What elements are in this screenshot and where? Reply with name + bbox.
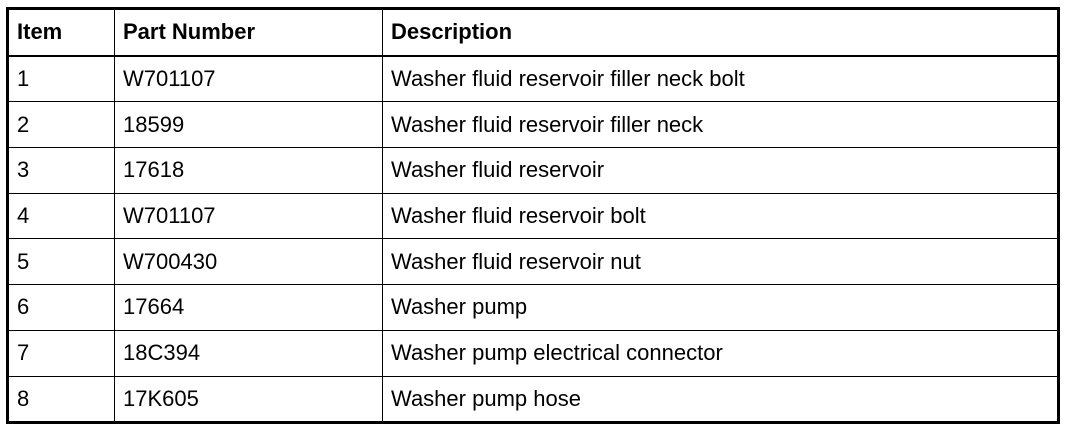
item-cell: 8 (7, 375, 115, 424)
item-cell: 5 (7, 238, 115, 286)
table-row: 7 18C394 Washer pump electrical connecto… (7, 329, 1059, 377)
part-number-cell: 18599 (114, 101, 383, 149)
item-cell: 1 (7, 55, 115, 103)
item-cell: 6 (7, 284, 115, 331)
description-cell: Washer fluid reservoir filler neck bolt (382, 55, 1059, 103)
table-row: 6 17664 Washer pump (7, 284, 1059, 331)
parts-table: Item Part Number Description 1 W701107 W… (6, 7, 1060, 425)
description-cell: Washer fluid reservoir bolt (382, 192, 1059, 240)
item-cell: 4 (7, 192, 115, 240)
table-body: 1 W701107 Washer fluid reservoir filler … (7, 55, 1059, 424)
description-cell: Washer fluid reservoir (382, 147, 1059, 194)
table-row: 8 17K605 Washer pump hose (7, 375, 1059, 424)
item-cell: 2 (7, 101, 115, 149)
description-cell: Washer pump (382, 284, 1059, 331)
table-row: 1 W701107 Washer fluid reservoir filler … (7, 55, 1059, 103)
table-row: 2 18599 Washer fluid reservoir filler ne… (7, 101, 1059, 149)
part-number-cell: 18C394 (114, 329, 383, 377)
part-number-cell: W700430 (114, 238, 383, 286)
column-header-part-number: Part Number (114, 7, 383, 57)
table-header: Item Part Number Description (7, 7, 1059, 57)
description-cell: Washer pump electrical connector (382, 329, 1059, 377)
description-cell: Washer pump hose (382, 375, 1059, 424)
column-header-item: Item (7, 7, 115, 57)
description-cell: Washer fluid reservoir nut (382, 238, 1059, 286)
part-number-cell: W701107 (114, 55, 383, 103)
table-row: 3 17618 Washer fluid reservoir (7, 147, 1059, 194)
description-cell: Washer fluid reservoir filler neck (382, 101, 1059, 149)
header-row: Item Part Number Description (7, 7, 1059, 57)
part-number-cell: 17618 (114, 147, 383, 194)
column-header-description: Description (382, 7, 1059, 57)
table-row: 5 W700430 Washer fluid reservoir nut (7, 238, 1059, 286)
part-number-cell: 17664 (114, 284, 383, 331)
item-cell: 3 (7, 147, 115, 194)
table-row: 4 W701107 Washer fluid reservoir bolt (7, 192, 1059, 240)
part-number-cell: W701107 (114, 192, 383, 240)
item-cell: 7 (7, 329, 115, 377)
part-number-cell: 17K605 (114, 375, 383, 424)
